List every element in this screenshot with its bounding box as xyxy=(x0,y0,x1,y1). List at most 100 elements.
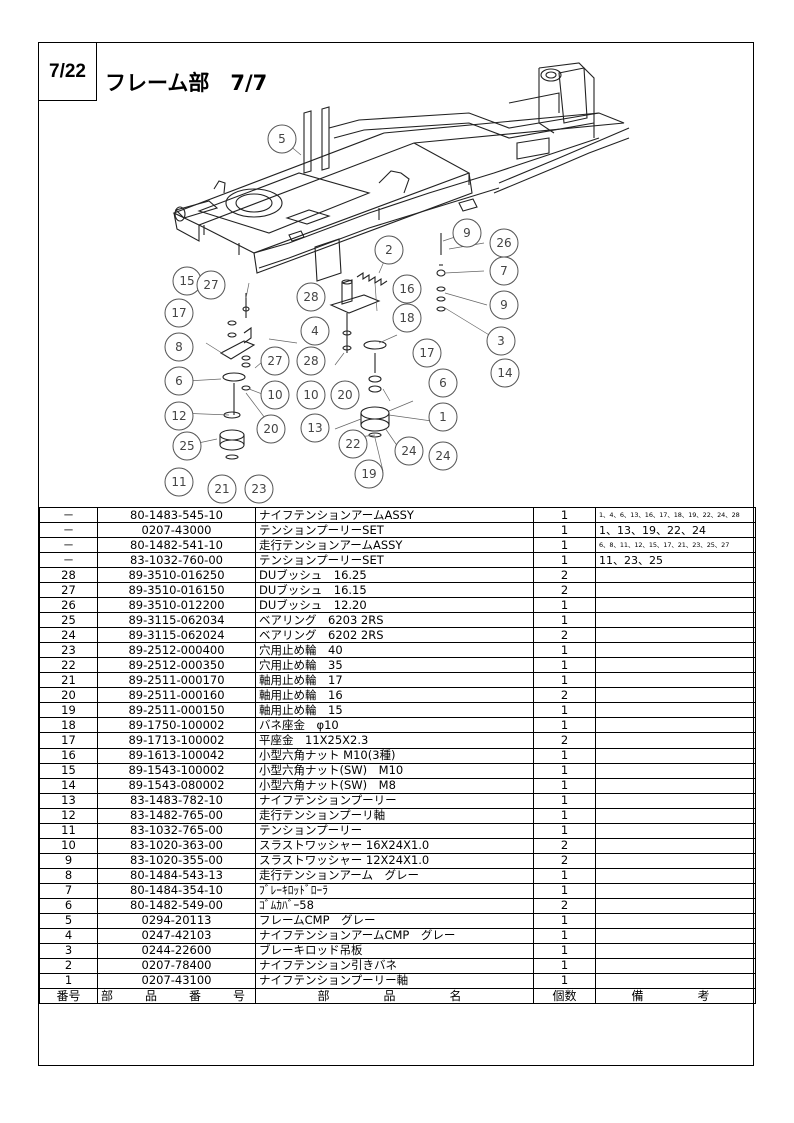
remarks xyxy=(595,912,756,929)
quantity: 1 xyxy=(533,597,596,614)
part-number: 89-3510-016150 xyxy=(97,582,256,599)
callout-13: 13 xyxy=(300,413,330,443)
callout-15: 15 xyxy=(172,266,202,296)
part-number: 83-1020-355-00 xyxy=(97,852,256,869)
quantity: 2 xyxy=(533,732,596,749)
remarks: 1、4、6、13、16、17、18、19、22、24、28 xyxy=(595,506,756,524)
remarks xyxy=(595,732,756,749)
row-number: 19 xyxy=(39,702,98,719)
callout-4: 4 xyxy=(300,316,330,346)
svg-text:17: 17 xyxy=(171,306,186,320)
svg-text:25: 25 xyxy=(179,439,194,453)
svg-text:16: 16 xyxy=(399,282,414,296)
part-number: 89-1750-100002 xyxy=(97,717,256,734)
part-name: DUブッシュ 16.25 xyxy=(255,567,534,584)
svg-text:11: 11 xyxy=(171,475,186,489)
svg-text:20: 20 xyxy=(337,388,352,402)
callout-11: 11 xyxy=(164,467,194,497)
row-number: 1 xyxy=(39,972,98,990)
parts-sheet: 7/22 フレーム部 7/7 xyxy=(38,42,756,1066)
svg-text:15: 15 xyxy=(179,274,194,288)
part-name: スラストワッシャー 12X24X1.0 xyxy=(255,852,534,869)
part-number: 89-3510-012200 xyxy=(97,597,256,614)
remarks xyxy=(595,867,756,884)
part-number: 83-1483-782-10 xyxy=(97,792,256,809)
callout-24: 24 xyxy=(428,441,458,471)
part-number: 89-1613-100042 xyxy=(97,747,256,764)
row-number: 17 xyxy=(39,732,98,749)
svg-text:19: 19 xyxy=(361,467,376,481)
svg-text:27: 27 xyxy=(267,354,282,368)
row-number: 8 xyxy=(39,867,98,884)
remarks xyxy=(595,627,756,644)
header-quantity: 個数 xyxy=(533,987,596,1005)
part-number: 83-1020-363-00 xyxy=(97,837,256,854)
row-number: 16 xyxy=(39,747,98,764)
part-name: ナイフテンション引きバネ xyxy=(255,957,534,974)
part-number: 89-2512-000400 xyxy=(97,642,256,659)
remarks xyxy=(595,972,756,990)
svg-text:21: 21 xyxy=(214,482,229,496)
callout-8: 8 xyxy=(164,332,194,362)
table-header: 番号部 品 番 号部 品 名個数備 考 xyxy=(39,987,756,1005)
row-number: － xyxy=(39,506,98,524)
part-name: 小型六角ナット(SW) M10 xyxy=(255,762,534,779)
quantity: 1 xyxy=(533,807,596,824)
remarks xyxy=(595,762,756,779)
part-number: 0294-20113 xyxy=(97,912,256,929)
quantity: 1 xyxy=(533,972,596,990)
callout-10: 10 xyxy=(296,380,326,410)
row-number: 14 xyxy=(39,777,98,794)
callout-19: 19 xyxy=(354,459,384,489)
remarks xyxy=(595,807,756,824)
row-number: 11 xyxy=(39,822,98,839)
part-name: ブレーキロッド吊板 xyxy=(255,942,534,959)
callout-5: 5 xyxy=(267,124,297,154)
part-number: 80-1482-549-00 xyxy=(97,897,256,914)
quantity: 1 xyxy=(533,792,596,809)
svg-text:18: 18 xyxy=(399,311,414,325)
row-number: 23 xyxy=(39,642,98,659)
remarks xyxy=(595,597,756,614)
row-number: 28 xyxy=(39,567,98,584)
callout-14: 14 xyxy=(490,358,520,388)
svg-text:8: 8 xyxy=(175,340,183,354)
quantity: 2 xyxy=(533,567,596,584)
part-number: 0244-22600 xyxy=(97,942,256,959)
remarks xyxy=(595,822,756,839)
callout-16: 16 xyxy=(392,274,422,304)
part-name: テンションプーリーSET xyxy=(255,552,534,569)
part-number: 89-2511-000160 xyxy=(97,687,256,704)
callout-9: 9 xyxy=(489,290,519,320)
svg-text:12: 12 xyxy=(171,409,186,423)
svg-text:9: 9 xyxy=(463,226,471,240)
quantity: 1 xyxy=(533,717,596,734)
row-number: 7 xyxy=(39,882,98,899)
part-number: 83-1032-760-00 xyxy=(97,552,256,569)
svg-text:23: 23 xyxy=(251,482,266,496)
row-number: 24 xyxy=(39,627,98,644)
quantity: 2 xyxy=(533,627,596,644)
part-number: 83-1032-765-00 xyxy=(97,822,256,839)
part-name: DUブッシュ 12.20 xyxy=(255,597,534,614)
row-number: － xyxy=(39,522,98,539)
quantity: 1 xyxy=(533,506,596,524)
svg-text:27: 27 xyxy=(203,278,218,292)
row-number: 18 xyxy=(39,717,98,734)
part-number: 89-1543-100002 xyxy=(97,762,256,779)
part-number: 89-1543-080002 xyxy=(97,777,256,794)
